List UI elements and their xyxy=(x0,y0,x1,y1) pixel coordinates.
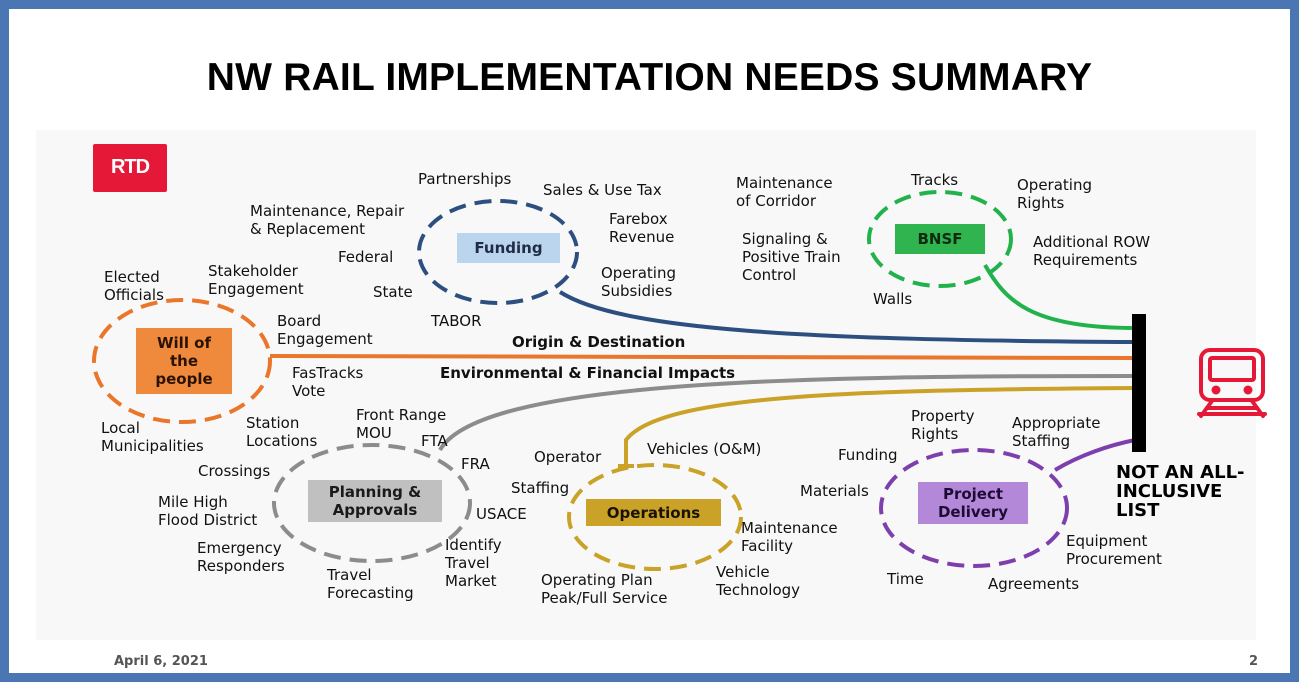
funding-item-state: State xyxy=(373,283,413,301)
bnsf-item-walls: Walls xyxy=(873,290,913,308)
will-item-board: Board Engagement xyxy=(277,312,373,348)
bnsf-item-operating-rights: Operating Rights xyxy=(1017,176,1092,212)
planning-item-mou: Front Range MOU xyxy=(356,406,447,442)
planning-item-emergency: Emergency Responders xyxy=(197,539,285,575)
train-icon xyxy=(1197,348,1267,418)
page-title: NW RAIL IMPLEMENTATION NEEDS SUMMARY xyxy=(206,56,1093,99)
will-connector xyxy=(269,354,1136,360)
bnsf-item-corridor: Maintenance of Corridor xyxy=(736,174,833,210)
funding-ring xyxy=(417,199,579,305)
will-item-elected: Elected Officials xyxy=(104,268,164,304)
logo-text: RTD xyxy=(110,156,150,178)
funding-item-partnerships: Partnerships xyxy=(418,170,512,188)
will-item-municipalities: Local Municipalities xyxy=(101,419,204,455)
bnsf-item-tracks: Tracks xyxy=(911,171,959,189)
operations-item-operator: Operator xyxy=(534,448,602,466)
project-item-funding: Funding xyxy=(838,446,898,464)
diagram-background xyxy=(36,130,1256,640)
operations-connector xyxy=(624,386,1136,466)
project-item-property: Property Rights xyxy=(911,407,975,443)
operations-item-operating-plan: Operating Plan Peak/Full Service xyxy=(541,571,668,607)
project-item-staffing: Appropriate Staffing xyxy=(1012,414,1101,450)
planning-item-travel-market: Identify Travel Market xyxy=(445,536,502,590)
page-number: 2 xyxy=(1249,654,1259,669)
project-item-time: Time xyxy=(887,570,924,588)
planning-hub: Planning & Approvals xyxy=(308,480,442,522)
funding-hub: Funding xyxy=(457,233,560,263)
project-item-equipment: Equipment Procurement xyxy=(1066,532,1162,568)
planning-item-flood: Mile High Flood District xyxy=(158,493,258,529)
funding-item-federal: Federal xyxy=(338,248,394,266)
project-item-materials: Materials xyxy=(800,482,869,500)
funding-item-maintenance: Maintenance, Repair & Replacement xyxy=(250,202,405,238)
project-item-agreements: Agreements xyxy=(988,575,1080,593)
funding-connector xyxy=(558,290,1136,344)
will-ring xyxy=(92,298,272,424)
will-item-stakeholder: Stakeholder Engagement xyxy=(208,262,304,298)
project-hub: Project Delivery xyxy=(918,482,1028,524)
funding-item-sales-tax: Sales & Use Tax xyxy=(543,181,662,199)
operations-item-vehicle-tech: Vehicle Technology xyxy=(716,563,801,599)
bnsf-connector xyxy=(983,264,1136,330)
rtd-logo: RTD xyxy=(93,144,167,192)
funding-item-tabor: TABOR xyxy=(431,312,482,330)
bnsf-ring xyxy=(867,190,1013,288)
not-inclusive-label: NOT AN ALL- INCLUSIVE LIST xyxy=(1116,462,1245,521)
bnsf-hub: BNSF xyxy=(895,224,985,254)
operations-ring xyxy=(567,463,743,571)
planning-item-usace: USACE xyxy=(476,505,527,523)
planning-item-forecasting: Travel Forecasting xyxy=(327,566,414,602)
terminal-bar xyxy=(1132,314,1146,452)
environmental-impacts-label: Environmental & Financial Impacts xyxy=(440,364,736,382)
project-connector xyxy=(1053,438,1136,472)
planning-ring xyxy=(272,443,472,563)
funding-item-subsidies: Operating Subsidies xyxy=(601,264,676,300)
planning-item-fta: FTA xyxy=(421,432,448,450)
project-ring xyxy=(879,448,1069,568)
bnsf-item-signaling: Signaling & Positive Train Control xyxy=(742,230,841,284)
operations-hub: Operations xyxy=(586,499,721,526)
operations-item-vehicles: Vehicles (O&M) xyxy=(647,440,762,458)
operations-item-facility: Maintenance Facility xyxy=(741,519,838,555)
origin-destination-label: Origin & Destination xyxy=(512,333,686,351)
will-item-station: Station Locations xyxy=(246,414,318,450)
operations-item-staffing: Staffing xyxy=(511,479,570,497)
bnsf-item-row: Additional ROW Requirements xyxy=(1033,233,1151,269)
footer-date: April 6, 2021 xyxy=(114,654,208,669)
will-hub: Will of the people xyxy=(136,328,232,394)
will-item-fastracks: FasTracks Vote xyxy=(292,364,364,400)
planning-item-crossings: Crossings xyxy=(198,462,271,480)
planning-connector xyxy=(438,374,1136,451)
planning-item-fra: FRA xyxy=(461,455,490,473)
funding-item-farebox: Farebox Revenue xyxy=(609,210,675,246)
